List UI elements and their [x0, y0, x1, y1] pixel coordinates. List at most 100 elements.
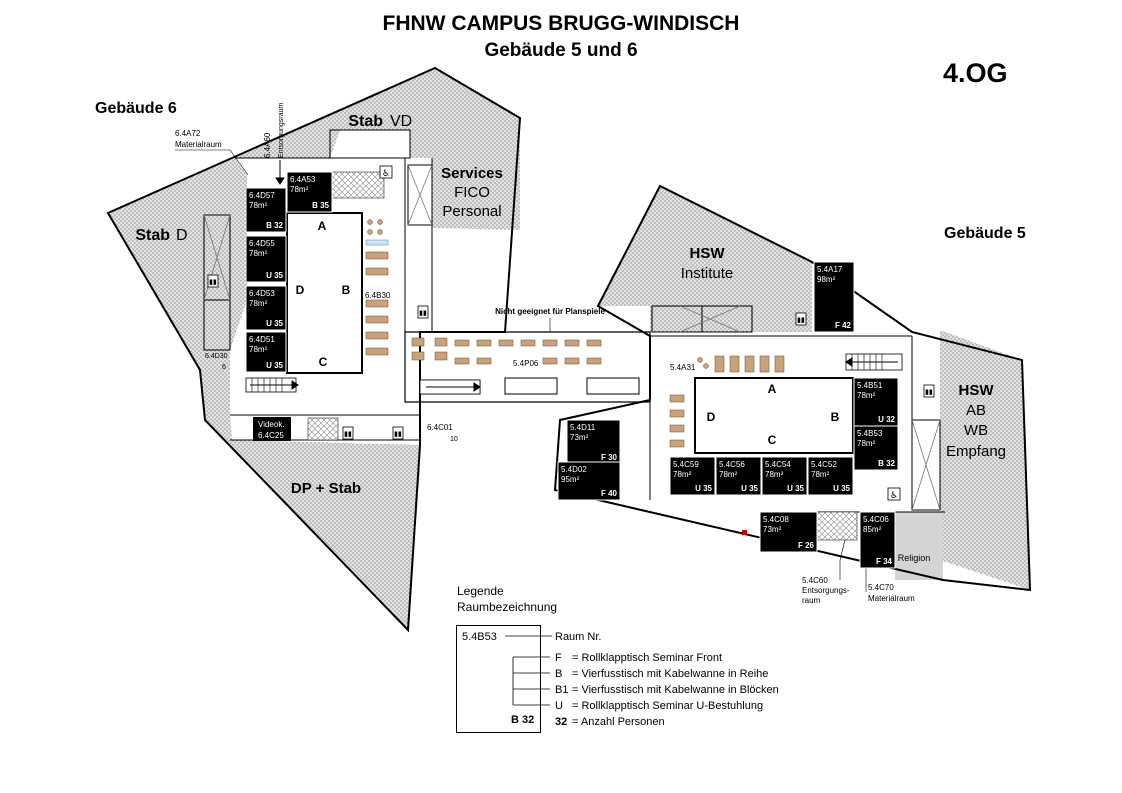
video-label-1: Videok. — [258, 420, 285, 429]
r5-4a31-label: 5.4A31 — [670, 363, 696, 372]
room-size: 78m² — [719, 470, 738, 479]
crossed-shafts — [203, 164, 941, 511]
hall-building-6 — [286, 212, 363, 374]
hall6-letter-b: B — [342, 283, 351, 297]
floor-label: 4.OG — [943, 58, 1008, 88]
empfang-label: Empfang — [946, 443, 1006, 460]
legend-item: 32 = Anzahl Personen — [555, 716, 665, 728]
stair-arrows — [250, 160, 898, 392]
room-size: 78m² — [857, 439, 876, 448]
room-id: 5.4D02 — [561, 465, 587, 474]
legend-text: = Rollklapptisch Seminar Front — [572, 652, 723, 664]
zone-hsw-ab — [940, 330, 1030, 590]
legend-title-1: Legende — [457, 584, 504, 598]
legend-raum-nr: Raum Nr. — [555, 631, 602, 643]
room-code: F 34 — [876, 557, 893, 566]
services-label: Services — [441, 165, 503, 182]
stab-d-suffix: D — [176, 227, 188, 244]
svg-text:♿: ♿ — [382, 168, 390, 178]
room-code: F 40 — [601, 489, 618, 498]
room-code: U 35 — [695, 484, 712, 493]
room-size: 78m² — [249, 249, 268, 258]
ent6-id: 6.4A60 — [263, 132, 272, 158]
planspiele-note: Nicht geeignet für Planspiele — [495, 307, 605, 316]
svg-text:▮▮: ▮▮ — [394, 431, 402, 438]
legend-example-room: 5.4B53 — [462, 631, 497, 643]
room-code: U 35 — [266, 271, 283, 280]
hsw-lounge-furniture — [669, 355, 785, 448]
legend-title-2: Raumbezeichnung — [457, 600, 558, 614]
wb-label: WB — [964, 422, 988, 439]
room-id: 5.4C59 — [673, 460, 699, 469]
room-code: F 42 — [835, 321, 852, 330]
r6-4d30-id: 6.4D30 — [205, 353, 228, 360]
legend-item: B= Vierfusstisch mit Kabelwanne in Reihe — [555, 668, 768, 680]
building-5-label: Gebäude 5 — [944, 225, 1026, 242]
zone-dp-stab — [205, 415, 420, 630]
room-size: 85m² — [863, 525, 882, 534]
legend-text: = Rollklapptisch Seminar U-Bestuhlung — [572, 700, 764, 712]
room-size: 78m² — [811, 470, 830, 479]
hall6-letter-c: C — [319, 355, 328, 369]
room-id: 6.4D57 — [249, 191, 275, 200]
room-id: 5.4C54 — [765, 460, 791, 469]
room-code: F 26 — [798, 541, 815, 550]
building-6-label: Gebäude 6 — [95, 100, 177, 117]
room-id: 5.4C52 — [811, 460, 837, 469]
svg-text:▮▮: ▮▮ — [797, 317, 805, 324]
legend-title: Legende Raumbezeichnung — [457, 583, 557, 615]
svg-text:▮▮: ▮▮ — [419, 310, 427, 317]
room-id: 5.4C56 — [719, 460, 745, 469]
room-id: 5.4B53 — [857, 429, 883, 438]
video-room — [253, 417, 291, 441]
c60-name-1: Entsorgungs- — [802, 586, 850, 595]
room-id: 6.4A53 — [290, 175, 316, 184]
c70-id: 5.4C70 — [868, 583, 894, 592]
lounge-bench — [365, 239, 389, 246]
hall-building-5 — [694, 377, 854, 454]
r6-4c01-cap: 10 — [450, 436, 458, 443]
c60-name-2: raum — [802, 596, 821, 605]
lounge-furniture-6 — [365, 219, 389, 356]
zone-stab-vd — [235, 68, 520, 230]
room-id: 5.4C08 — [763, 515, 789, 524]
hall5-letter-b: B — [831, 410, 840, 424]
room-size: 78m² — [857, 391, 876, 400]
hatched-zones — [108, 68, 1030, 630]
wc-glyphs: ▮▮▮▮▮▮ ▮▮▮▮▮▮ — [209, 279, 933, 438]
zone-stab-d — [108, 158, 247, 420]
ent6-name: Entsorgungsraum — [278, 103, 285, 158]
tiled-area — [816, 511, 858, 541]
room-size: 78m² — [290, 185, 309, 194]
hall6-letter-d: D — [296, 283, 305, 297]
r5-4p06-label: 5.4P06 — [513, 359, 539, 368]
legend-key: 32 — [555, 716, 568, 728]
room-code: U 35 — [266, 361, 283, 370]
tiled-area — [307, 417, 339, 441]
video-label-2: 6.4C25 — [258, 431, 284, 440]
room-size: 78m² — [249, 345, 268, 354]
hall6-letter-a: A — [318, 219, 327, 233]
svg-text:▮▮: ▮▮ — [344, 431, 352, 438]
dp-stab-label: DP + Stab — [291, 480, 361, 497]
campus-title: FHNW CAMPUS BRUGG-WINDISCH — [382, 12, 740, 35]
legend-text: = Anzahl Personen — [572, 716, 665, 728]
room-size: 98m² — [817, 275, 836, 284]
hall5-letter-d: D — [707, 410, 716, 424]
r6-4c01-id: 6.4C01 — [427, 423, 453, 432]
wc-icon — [207, 274, 935, 440]
room-code: U 32 — [878, 415, 895, 424]
building-subtitle: Gebäude 5 und 6 — [484, 40, 638, 61]
